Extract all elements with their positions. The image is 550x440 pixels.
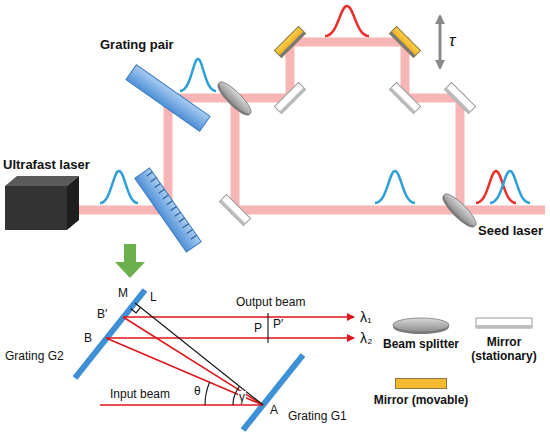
dimension-label: L xyxy=(150,291,157,305)
part-label: Grating pair xyxy=(100,38,174,53)
point-label: P′ xyxy=(273,318,283,332)
point-label: P xyxy=(254,322,262,336)
symbol-label: τ xyxy=(449,31,455,51)
point-label: A xyxy=(270,404,278,418)
legend-sample-beam-splitter xyxy=(393,318,449,334)
ray xyxy=(100,317,354,405)
grating xyxy=(126,65,210,131)
pulse xyxy=(100,6,530,203)
grating xyxy=(135,168,201,252)
wavelength-label: λ₂ xyxy=(360,330,372,346)
zoom-arrow xyxy=(115,244,145,278)
wavelength-label: λ₁ xyxy=(360,309,372,325)
beam-label: Input beam xyxy=(110,388,170,402)
legend-text: Beam splitter xyxy=(383,338,459,352)
mirror-movable xyxy=(274,26,420,57)
laser-box xyxy=(5,176,79,230)
beam-splitter xyxy=(214,78,255,119)
part-label: Grating G2 xyxy=(5,350,64,364)
part-label: Ultrafast laser xyxy=(3,158,90,173)
point-label: M xyxy=(118,287,128,301)
legend-swatch xyxy=(395,378,447,389)
part-label: Seed laser xyxy=(478,224,543,239)
mirror-stationary xyxy=(219,82,475,225)
point-label: B xyxy=(84,332,92,346)
legend-sample-mirror-stationary xyxy=(476,318,532,328)
grating-g2 xyxy=(75,290,145,378)
angle-label: θ xyxy=(193,385,202,397)
beam-splitter xyxy=(439,190,480,231)
delay-arrow xyxy=(439,16,442,68)
beam-label: Output beam xyxy=(236,296,305,310)
legend-text: Mirror (movable) xyxy=(374,394,469,408)
point-label: B′ xyxy=(97,308,107,322)
legend-text: Mirror (stationary) xyxy=(464,336,544,364)
part-label: Grating G1 xyxy=(288,410,347,424)
angle-label: γ xyxy=(238,391,246,403)
